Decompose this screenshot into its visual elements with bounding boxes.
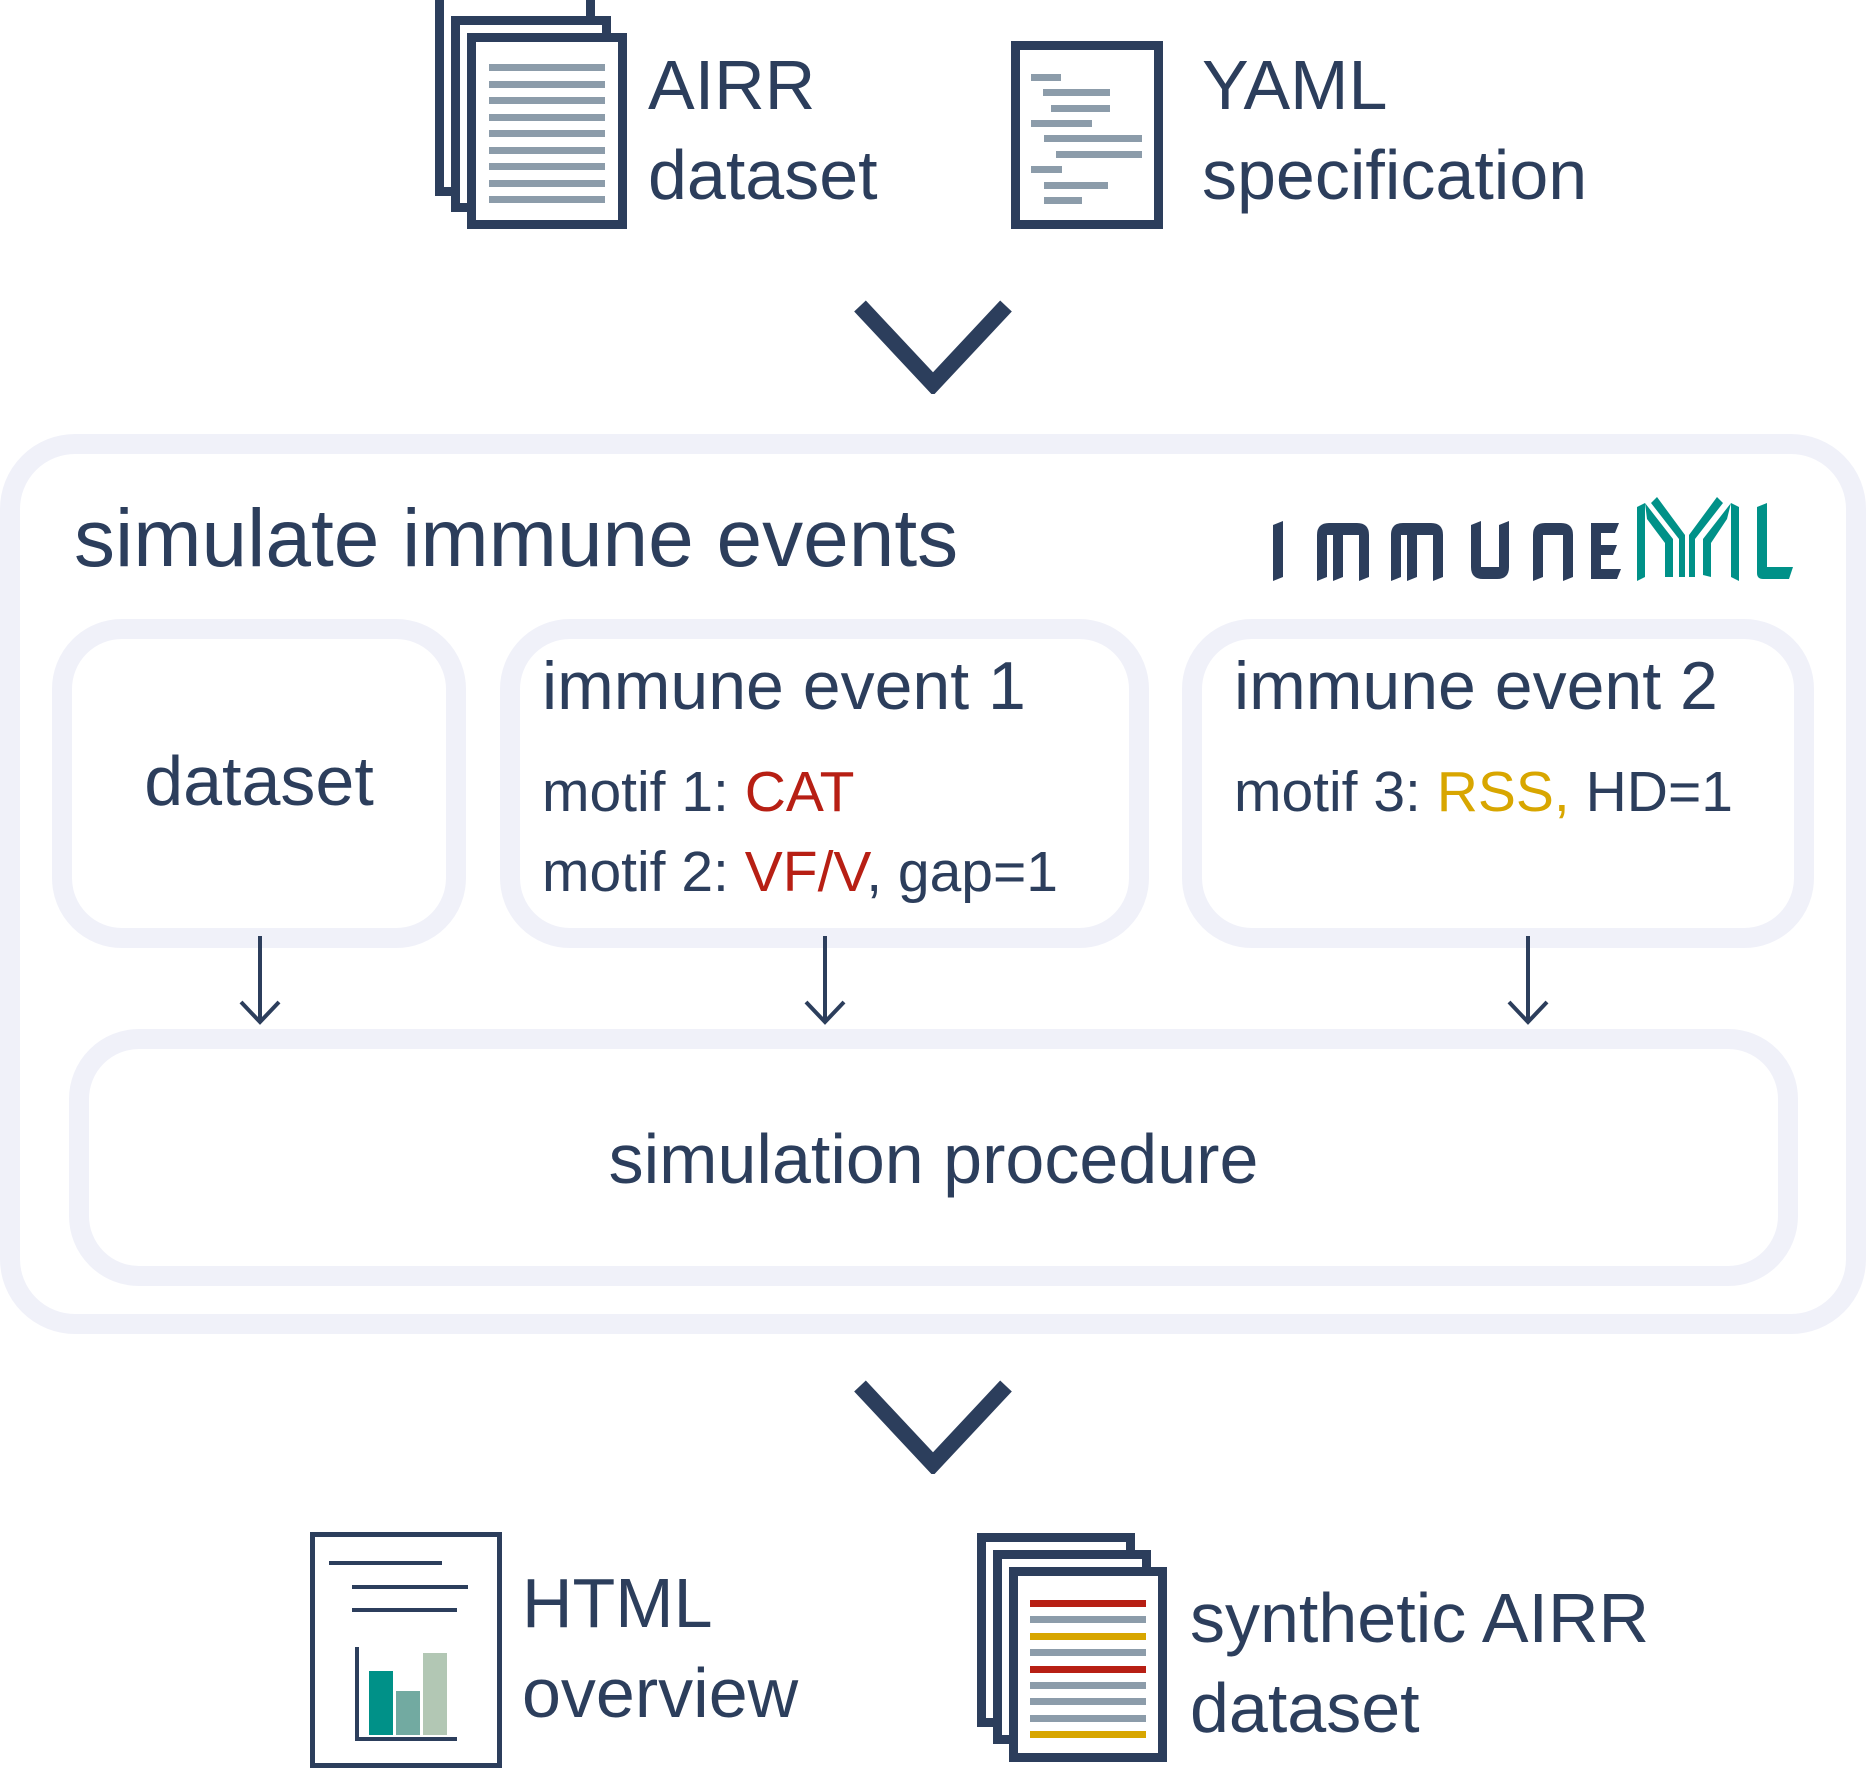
motif-2-prefix: motif 2: (542, 840, 745, 904)
motif-3-suffix: HD=1 (1569, 760, 1733, 824)
arrow-down-icon (1507, 936, 1549, 1025)
sequence-line (1030, 1616, 1146, 1624)
immuneml-logo (1265, 497, 1795, 581)
yaml-code-line (1044, 135, 1142, 142)
document-line (489, 97, 605, 104)
sequence-line (1030, 1731, 1146, 1739)
chart-bar (423, 1653, 447, 1735)
motif-1-value: CAT (744, 760, 855, 824)
motif-1: motif 1: CAT (542, 764, 855, 821)
sequence-line (1030, 1714, 1146, 1722)
immune-event-1-box (500, 619, 1149, 948)
chart-y-axis (355, 1647, 359, 1741)
motif-1-prefix: motif 1: (542, 760, 745, 824)
chart-bar (369, 1671, 393, 1735)
motif-3-prefix: motif 3: (1234, 760, 1437, 824)
yaml-code-line (1044, 197, 1082, 204)
motif-3: motif 3: RSS, HD=1 (1234, 764, 1733, 821)
yaml-code-line (1051, 105, 1110, 112)
yaml-code-line (1031, 166, 1062, 173)
yaml-code-line (1031, 120, 1092, 127)
airr-dataset-label-line2: dataset (648, 136, 878, 214)
report-line (352, 1608, 457, 1612)
document-line (489, 146, 605, 154)
report-line (352, 1585, 468, 1589)
sequence-line (1030, 1649, 1146, 1657)
yaml-specification-label-line1: YAML (1202, 46, 1388, 124)
immune-event-2-box (1182, 619, 1814, 948)
synthetic-dataset-label-line2: dataset (1190, 1669, 1420, 1747)
motif-3-value: RSS, (1436, 760, 1570, 824)
sequence-line (1030, 1600, 1146, 1607)
panel-title: simulate immune events (74, 493, 959, 584)
immune-event-2-title: immune event 2 (1234, 648, 1718, 724)
dataset-box (52, 619, 466, 948)
simulation-procedure-label: simulation procedure (608, 1120, 1259, 1198)
simulation-procedure-box (69, 1029, 1798, 1286)
html-overview-label-line2: overview (522, 1654, 799, 1732)
dataset-box-label: dataset (144, 742, 374, 820)
yaml-code-line (1031, 74, 1061, 81)
document-line (489, 163, 605, 170)
sequence-line (1030, 1698, 1146, 1706)
chart-x-axis (355, 1737, 457, 1741)
airr-dataset-label-line1: AIRR (648, 46, 816, 124)
document-line (489, 64, 605, 71)
document-line (489, 179, 605, 187)
synthetic-dataset-label-line1: synthetic AIRR (1190, 1579, 1650, 1657)
chevron-down-icon (854, 1380, 1012, 1474)
motif-2-suffix: , gap=1 (866, 840, 1058, 904)
document-line (489, 196, 605, 203)
report-line (329, 1561, 442, 1565)
chart-bar (396, 1691, 420, 1735)
yaml-code-line (1044, 182, 1108, 189)
motif-2-value: VF/V (744, 840, 867, 904)
document-line (489, 113, 605, 121)
immuneml-logo-graphic (1273, 497, 1793, 581)
arrow-down-icon (804, 936, 846, 1025)
sequence-line (1030, 1632, 1146, 1640)
document-line (489, 130, 605, 137)
html-overview-label-line1: HTML (522, 1564, 713, 1642)
yaml-code-line (1043, 89, 1110, 96)
sequence-line (1030, 1682, 1146, 1689)
document-line (489, 80, 605, 88)
motif-2: motif 2: VF/V, gap=1 (542, 844, 1058, 901)
arrow-down-icon (239, 936, 281, 1025)
immune-event-1-title: immune event 1 (542, 648, 1026, 724)
chevron-down-icon (854, 300, 1012, 394)
yaml-specification-label-line2: specification (1202, 136, 1588, 214)
yaml-code-line (1056, 151, 1142, 158)
stacked-documents-colored-icon (1009, 1567, 1167, 1762)
sequence-line (1030, 1665, 1146, 1673)
